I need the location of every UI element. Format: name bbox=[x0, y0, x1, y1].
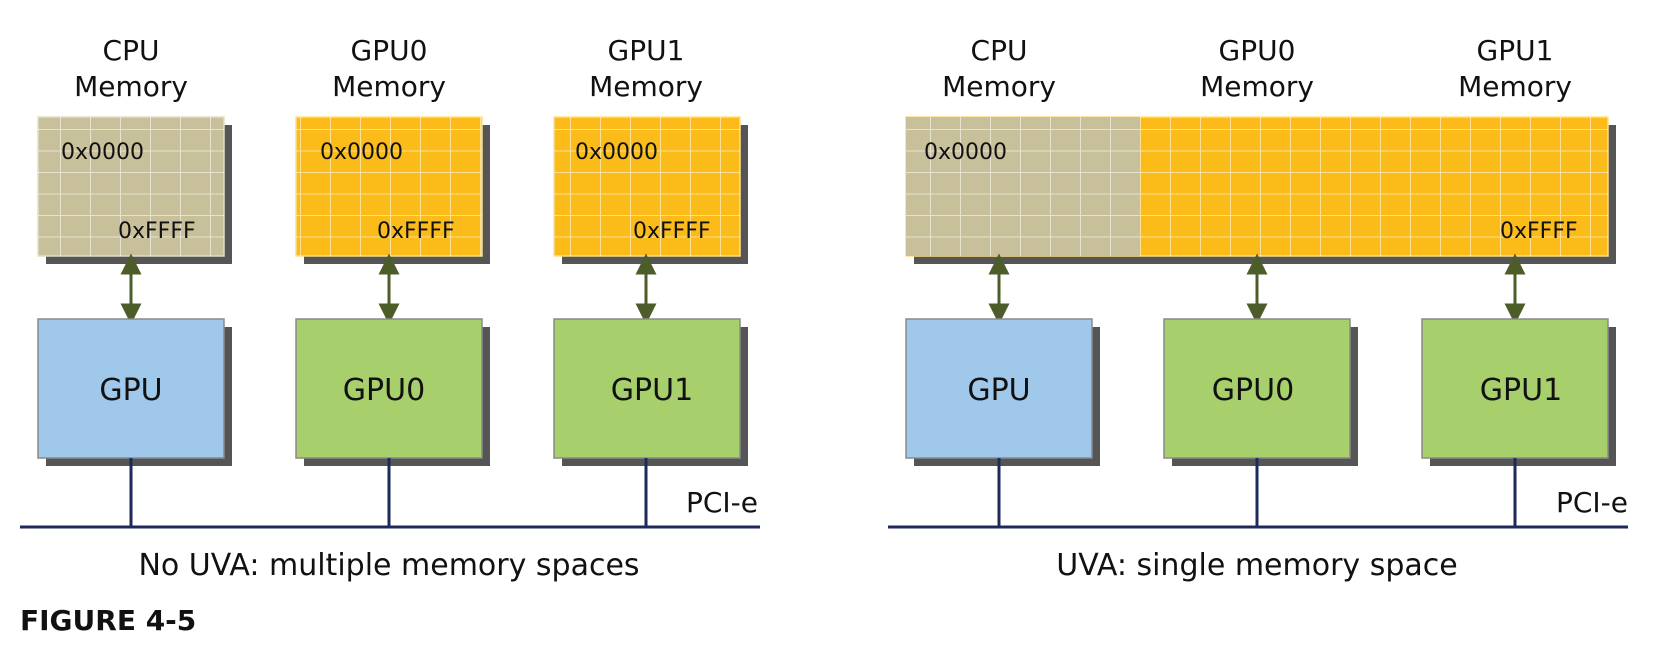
right-cpu-memory-title-line1: CPU bbox=[971, 34, 1028, 67]
right-processor-gpu0-label: GPU0 bbox=[1212, 373, 1294, 408]
left-processor-gpu: GPU bbox=[37, 318, 232, 466]
left-gpu0-memory-end: 0xFFFF bbox=[377, 219, 455, 244]
left-gpu1-memory-title-line1: GPU1 bbox=[608, 34, 685, 67]
left-caption: No UVA: multiple memory spaces bbox=[138, 548, 639, 583]
left-cpu-memory-end: 0xFFFF bbox=[118, 219, 196, 244]
left-processor-gpu0-label: GPU0 bbox=[343, 373, 425, 408]
left-panel: CPU Memory 0x0000 0xFFFF GPU0 Memory 0x0… bbox=[20, 34, 760, 583]
right-unified-memory-grid bbox=[906, 117, 1608, 256]
left-gpu0-memory: GPU0 Memory 0x0000 0xFFFF bbox=[295, 34, 490, 264]
right-processor-gpu1: GPU1 bbox=[1421, 318, 1616, 466]
left-gpu1-memory-title-line2: Memory bbox=[589, 70, 703, 103]
left-gpu0-memory-grid bbox=[296, 117, 482, 256]
left-gpu0-memory-title-line2: Memory bbox=[332, 70, 446, 103]
right-processor-gpu-label: GPU bbox=[967, 373, 1030, 408]
right-gpu1-memory-title-line2: Memory bbox=[1458, 70, 1572, 103]
right-panel: CPU Memory GPU0 Memory GPU1 Memory 0x000… bbox=[888, 34, 1628, 583]
right-processor-gpu1-label: GPU1 bbox=[1480, 373, 1562, 408]
right-pcie-label: PCI-e bbox=[1556, 486, 1628, 519]
left-gpu1-memory-end: 0xFFFF bbox=[633, 219, 711, 244]
left-pcie-label: PCI-e bbox=[686, 486, 758, 519]
left-cpu-memory: CPU Memory 0x0000 0xFFFF bbox=[37, 34, 232, 264]
right-processor-gpu1-box bbox=[1421, 318, 1609, 459]
left-gpu1-memory-start: 0x0000 bbox=[575, 140, 658, 165]
left-cpu-memory-start: 0x0000 bbox=[61, 140, 144, 165]
left-gpu0-memory-title-line1: GPU0 bbox=[351, 34, 428, 67]
left-cpu-memory-title-line2: Memory bbox=[74, 70, 188, 103]
right-gpu1-memory-title-line1: GPU1 bbox=[1477, 34, 1554, 67]
right-processor-gpu0: GPU0 bbox=[1163, 318, 1358, 466]
left-cpu-memory-title-line1: CPU bbox=[103, 34, 160, 67]
left-processor-gpu0-box bbox=[295, 318, 483, 459]
right-unified-memory-start: 0x0000 bbox=[924, 140, 1007, 165]
left-gpu1-memory-grid bbox=[554, 117, 740, 256]
left-processor-gpu1: GPU1 bbox=[553, 318, 748, 466]
right-gpu0-memory-title-line1: GPU0 bbox=[1219, 34, 1296, 67]
right-gpu0-memory-title-line2: Memory bbox=[1200, 70, 1314, 103]
right-processor-gpu0-box bbox=[1163, 318, 1351, 459]
left-gpu1-memory: GPU1 Memory 0x0000 0xFFFF bbox=[553, 34, 748, 264]
left-cpu-memory-grid bbox=[38, 117, 224, 256]
right-caption: UVA: single memory space bbox=[1056, 548, 1457, 583]
right-unified-memory: 0x0000 0xFFFF bbox=[905, 116, 1616, 264]
left-gpu0-memory-start: 0x0000 bbox=[320, 140, 403, 165]
left-processor-gpu1-box bbox=[553, 318, 741, 459]
figure-label: FIGURE 4-5 bbox=[20, 604, 196, 637]
right-unified-memory-end: 0xFFFF bbox=[1500, 219, 1578, 244]
left-processor-gpu-box bbox=[37, 318, 225, 459]
right-cpu-memory-title-line2: Memory bbox=[942, 70, 1056, 103]
right-processor-gpu: GPU bbox=[905, 318, 1100, 466]
left-processor-gpu-label: GPU bbox=[99, 373, 162, 408]
left-processor-gpu0: GPU0 bbox=[295, 318, 490, 466]
left-processor-gpu1-label: GPU1 bbox=[611, 373, 693, 408]
